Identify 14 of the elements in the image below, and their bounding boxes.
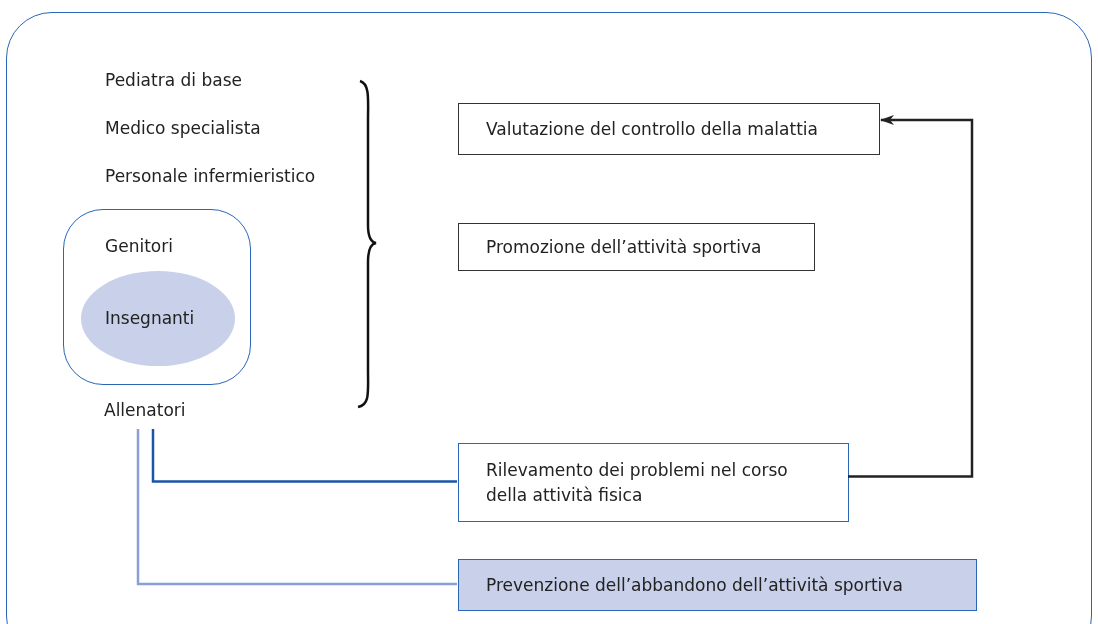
rounded-group-box: [63, 209, 251, 385]
process-box: Valutazione del controllo della malattia: [458, 103, 880, 155]
connector: [848, 115, 974, 478]
role-label: Medico specialista: [105, 117, 261, 140]
connector: [136, 429, 457, 586]
role-label: Pediatra di base: [105, 69, 242, 92]
process-box: Promozione dell’attività sportiva: [458, 223, 815, 271]
role-label: Personale infermieristico: [105, 165, 316, 188]
process-box: Prevenzione dell’abbandono dell’attività sportiva: [458, 559, 977, 611]
process-box: Rilevamento dei problemi nel corso della attività fisica: [458, 443, 849, 522]
ellipse-node: Insegnanti: [81, 271, 235, 366]
group-label: Genitori: [105, 235, 173, 258]
connector: [151, 429, 457, 483]
node-label: Allenatori: [104, 398, 204, 424]
